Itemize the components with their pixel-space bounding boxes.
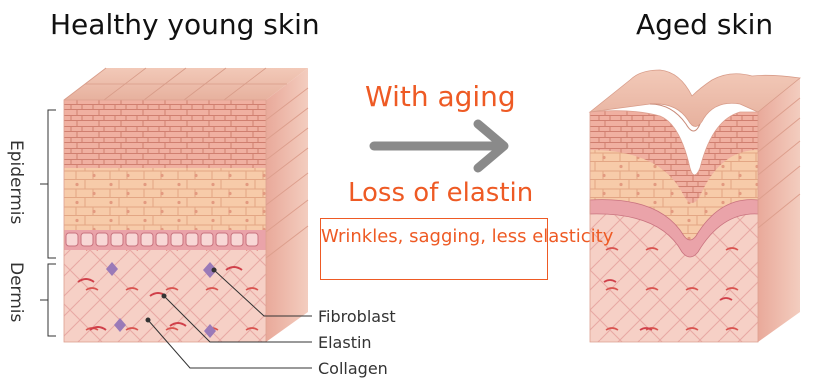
aged-skin-title: Aged skin: [636, 8, 773, 41]
aging-arrow: [374, 124, 504, 168]
aged-skin-block: [590, 70, 800, 342]
young-cell-layer: [64, 168, 266, 230]
young-basal-layer: [64, 230, 266, 250]
dermis-label: Dermis: [6, 262, 26, 322]
collagen-label: Collagen: [318, 359, 388, 378]
elastin-label: Elastin: [318, 333, 372, 352]
aged-side-face: [758, 78, 800, 342]
with-aging-label: With aging: [365, 80, 516, 113]
young-stratum-layer: [64, 100, 266, 168]
fibroblast-label: Fibroblast: [318, 307, 396, 326]
loss-of-elastin-label: Loss of elastin: [348, 178, 533, 208]
young-skin-title: Healthy young skin: [50, 8, 320, 41]
layer-brackets: [40, 110, 56, 336]
young-skin-block: [64, 68, 308, 342]
aging-effects-box: Wrinkles, sagging, less elasticity: [320, 218, 548, 280]
epidermis-label: Epidermis: [6, 140, 26, 224]
